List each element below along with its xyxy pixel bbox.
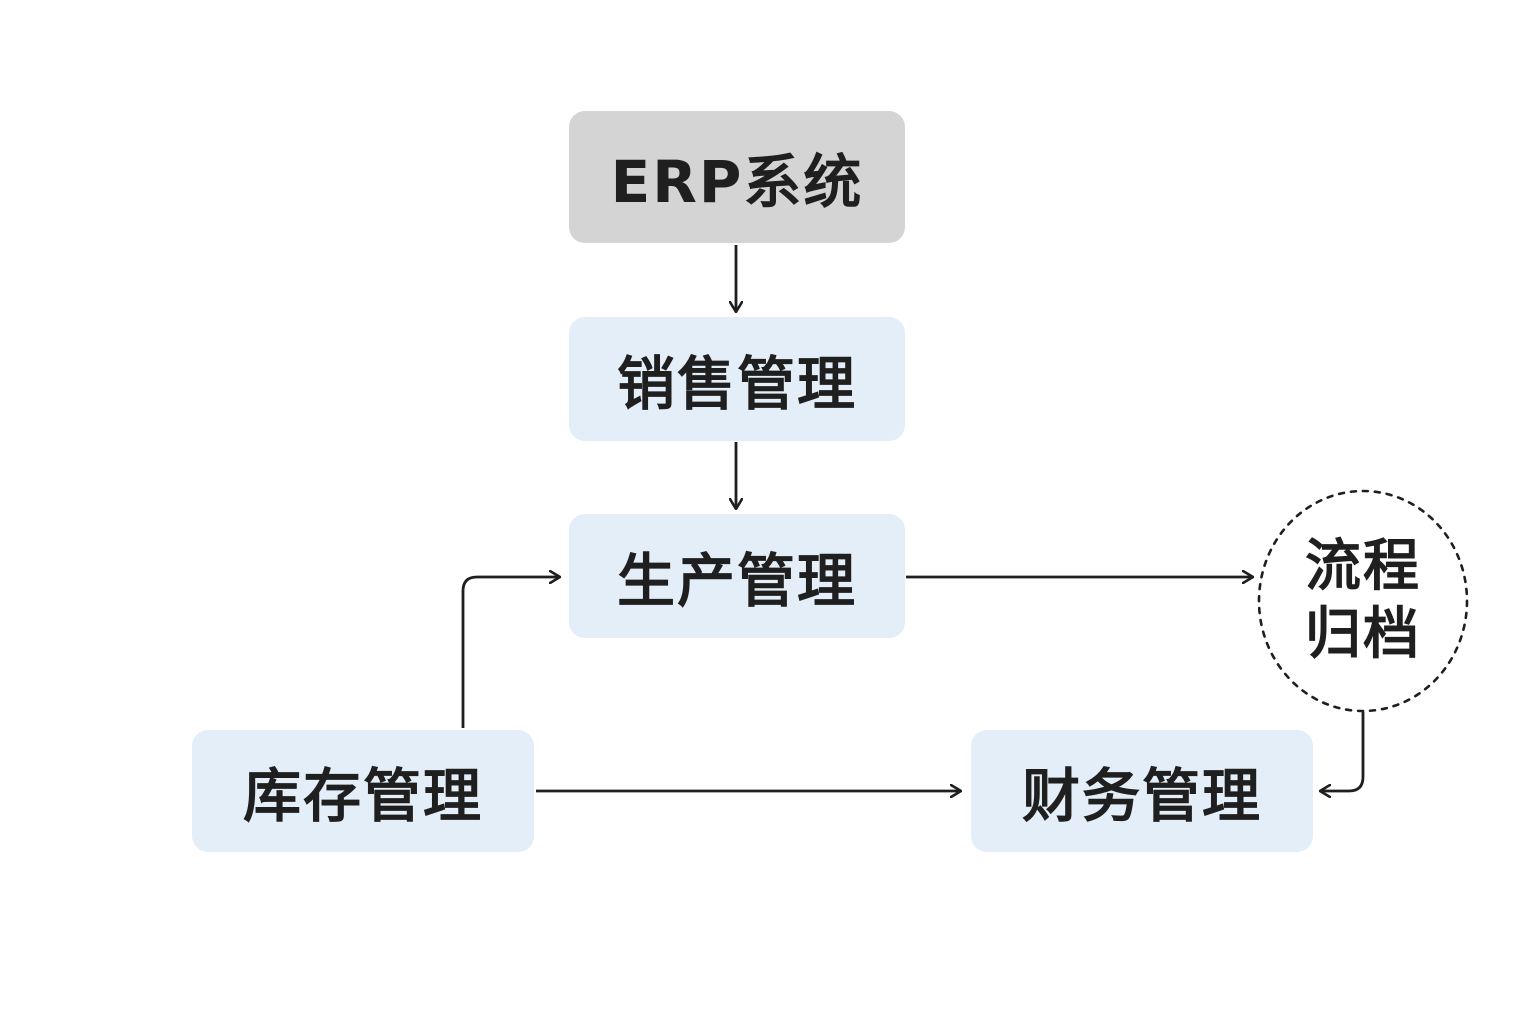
production-management-label: 生产管理 [616,547,857,615]
process-archive-label-line2: 归档 [1305,602,1421,667]
sales-management-label: 销售管理 [616,350,857,418]
finance-management-node[interactable]: 财务管理 [971,730,1313,852]
inventory-management-label: 库存管理 [242,762,483,830]
finance-management-label: 财务管理 [1021,762,1262,830]
edge-inventory-to-production [461,577,560,728]
inventory-management-node[interactable]: 库存管理 [192,730,534,852]
erp-system-label: ERP系统 [610,148,864,216]
sales-management-node[interactable]: 销售管理 [569,317,905,441]
edge-archive-to-finance [1320,712,1365,791]
production-management-node[interactable]: 生产管理 [569,514,905,638]
process-archive-label-line1: 流程 [1305,534,1421,599]
erp-system-node[interactable]: ERP系统 [569,111,905,243]
process-archive-node[interactable]: 流程 归档 [1258,490,1468,712]
archive-dashed-circle [1257,489,1469,713]
